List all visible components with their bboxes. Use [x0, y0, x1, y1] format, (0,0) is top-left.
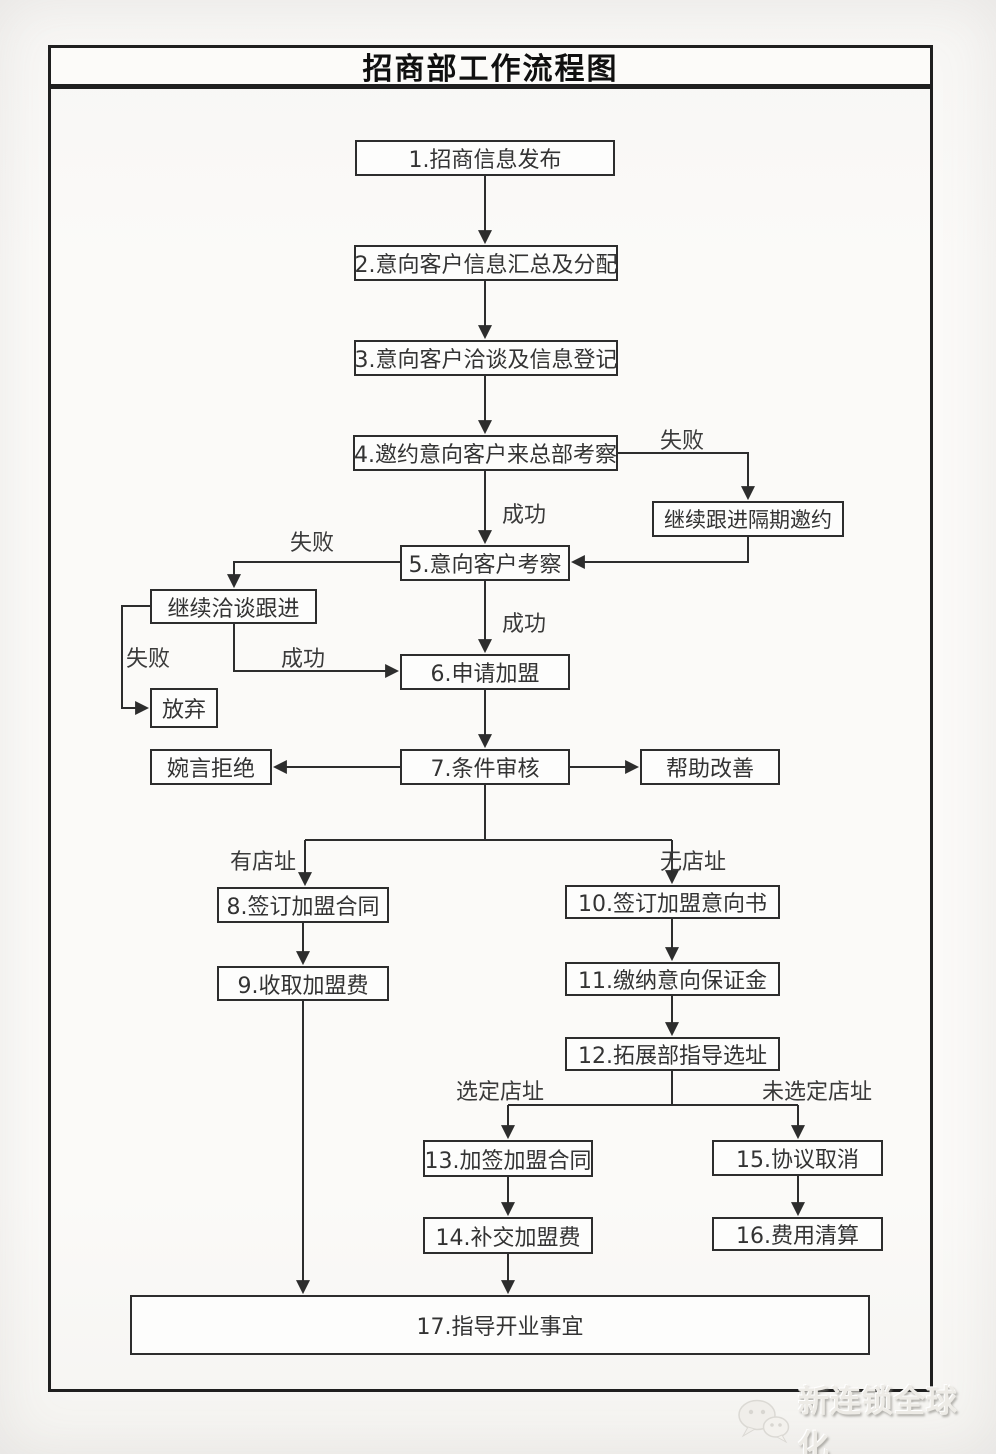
flow-node-8: 8.签订加盟合同 [217, 887, 389, 923]
edge-4-keepinvite-fail [618, 452, 755, 501]
flow-node-5: 5.意向客户考察 [400, 545, 570, 581]
flow-node-6: 6.申请加盟 [400, 654, 570, 690]
flow-node-17: 17.指导开业事宜 [130, 1295, 870, 1355]
flow-node-give-up: 放弃 [150, 688, 218, 728]
flow-node-12: 12.拓展部指导选址 [565, 1037, 780, 1071]
flow-node-keep-invite: 继续跟进隔期邀约 [652, 501, 844, 537]
edge-label-visit-success: 成功 [502, 612, 547, 637]
page-title: 招商部工作流程图 [362, 52, 619, 87]
flow-node-7: 7.条件审核 [400, 749, 570, 785]
flow-node-2: 2.意向客户信息汇总及分配 [354, 245, 618, 281]
edge-label-site-not-selected: 未选定店址 [762, 1080, 873, 1105]
edge-5-keeptalk-fail [227, 561, 400, 589]
flow-node-4: 4.邀约意向客户来总部考察 [353, 435, 618, 471]
flow-node-3: 3.意向客户洽谈及信息登记 [354, 340, 618, 376]
edge-label-talk-success: 成功 [281, 647, 326, 672]
edge-label-no-site: 无店址 [660, 850, 727, 875]
flow-node-keep-talk: 继续洽谈跟进 [150, 589, 317, 624]
flow-node-1: 1.招商信息发布 [355, 140, 615, 176]
wechat-bubbles-icon [736, 1397, 792, 1445]
edge-label-site-selected: 选定店址 [456, 1080, 545, 1105]
flow-node-refuse: 婉言拒绝 [150, 749, 272, 785]
flow-node-15: 15.协议取消 [712, 1140, 883, 1176]
flow-node-11: 11.缴纳意向保证金 [565, 962, 780, 996]
flow-node-14: 14.补交加盟费 [423, 1217, 593, 1254]
watermark: 新连锁全球化 [736, 1384, 988, 1454]
flow-node-improve: 帮助改善 [640, 749, 780, 785]
watermark-text: 新连锁全球化 [798, 1384, 958, 1454]
flow-node-10: 10.签订加盟意向书 [565, 885, 780, 919]
flow-node-13: 13.加签加盟合同 [423, 1140, 593, 1177]
edge-keeptalk-6-success [233, 624, 400, 678]
edge-label-invite-success: 成功 [502, 503, 547, 528]
edge-label-invite-fail: 失败 [660, 429, 705, 454]
flow-node-16: 16.费用清算 [712, 1217, 883, 1251]
edge-label-talk-fail: 失败 [126, 647, 171, 672]
edge-label-visit-fail: 失败 [290, 531, 335, 556]
edge-keepinvite-5 [570, 537, 749, 569]
title-band: 招商部工作流程图 [48, 45, 933, 89]
edge-keeptalk-giveup-fail [121, 605, 150, 715]
edge-label-has-site: 有店址 [230, 850, 297, 875]
flow-node-9: 9.收取加盟费 [217, 966, 389, 1001]
